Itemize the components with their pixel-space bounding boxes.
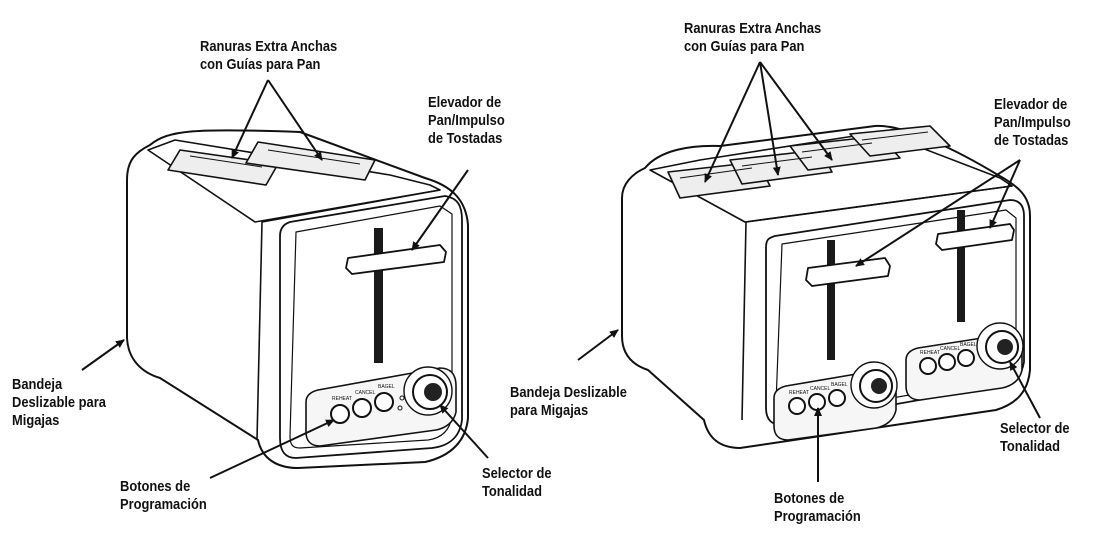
button-4-text: REHEAT: [920, 350, 940, 356]
lever-2: [935, 223, 1015, 251]
leader-slots-1: [704, 61, 761, 183]
button-6-text: BAGEL: [960, 342, 977, 348]
label-line: Programación: [774, 508, 861, 525]
label-line: Deslizable para: [12, 394, 106, 411]
leader-lever-1: [855, 159, 1021, 267]
label-slots-left: Ranuras Extra Anchas con Guías para Pan: [200, 38, 337, 74]
button-1: [330, 404, 350, 424]
button-2: [808, 393, 826, 411]
button-1: [788, 397, 806, 415]
label-line: Selector de: [482, 465, 552, 482]
button-2-text: CANCEL: [355, 390, 376, 396]
label-line: Pan/Impulso: [994, 114, 1071, 131]
label-line: Elevador de: [428, 94, 502, 111]
button-3: [828, 389, 846, 407]
label-lever-right: Elevador de Pan/Impulso de Tostadas: [994, 96, 1071, 150]
button-2: [352, 398, 372, 418]
leader-dial: [1009, 361, 1041, 419]
label-shade-right: Selector de Tonalidad: [1000, 420, 1070, 456]
leader-buttons: [209, 419, 335, 479]
button-3-text: BAGEL: [831, 382, 848, 388]
label-line: Bandeja: [12, 376, 63, 393]
lever-slot-1: [827, 240, 835, 360]
two-slice-toaster: [126, 129, 469, 469]
lever-1: [805, 257, 891, 287]
lever-slot-2: [957, 210, 965, 322]
label-line: Botones de: [120, 478, 191, 495]
label-crumb-tray-right: Bandeja Deslizable para Migajas: [510, 384, 627, 420]
label-line: para Migajas: [510, 402, 589, 419]
label-line: Botones de: [774, 490, 845, 507]
label-line: Tonalidad: [482, 483, 542, 500]
button-5-text: CANCEL: [940, 346, 961, 352]
label-line: Ranuras Extra Anchas: [200, 38, 338, 55]
label-line: Elevador de: [994, 96, 1068, 113]
label-line: con Guías para Pan: [684, 38, 805, 55]
label-line: Pan/Impulso: [428, 112, 505, 129]
four-slice-toaster: [621, 124, 1031, 449]
leader-crumb-tray: [577, 329, 619, 361]
leader-dial: [439, 404, 489, 459]
button-4: [919, 357, 937, 375]
label-line: Tonalidad: [1000, 438, 1060, 455]
label-crumb-tray-left: Bandeja Deslizable para Migajas: [12, 376, 106, 430]
button-1-text: REHEAT: [332, 396, 352, 402]
label-buttons-right: Botones de Programación: [774, 490, 861, 526]
label-line: Selector de: [1000, 420, 1070, 437]
leader-slots-1: [231, 79, 269, 159]
label-line: Ranuras Extra Anchas: [684, 20, 822, 37]
toaster-top: [649, 131, 1013, 223]
button-3-text: BAGEL: [378, 384, 395, 390]
leader-lever: [411, 169, 469, 251]
leader-slots-3: [759, 61, 833, 161]
button-6: [957, 349, 975, 367]
label-slots-right: Ranuras Extra Anchas con Guías para Pan: [684, 20, 821, 56]
label-shade-left: Selector de Tonalidad: [482, 465, 552, 501]
leader-slots-2: [267, 79, 323, 161]
lever-slot: [374, 228, 383, 363]
label-line: Programación: [120, 496, 207, 513]
label-line: de Tostadas: [428, 130, 503, 147]
label-line: de Tostadas: [994, 132, 1069, 149]
button-2-text: CANCEL: [810, 386, 831, 392]
label-line: Bandeja Deslizable: [510, 384, 627, 401]
button-3: [374, 392, 394, 412]
label-line: Migajas: [12, 412, 60, 429]
bread-slot-1: [167, 149, 279, 186]
button-5: [938, 353, 956, 371]
leader-slots-2: [759, 61, 781, 176]
button-1-text: REHEAT: [789, 390, 809, 396]
lever: [345, 244, 447, 275]
label-buttons-left: Botones de Programación: [120, 478, 207, 514]
bread-slot-4: [849, 125, 951, 157]
leader-lever-2: [989, 159, 1021, 229]
leader-crumb-tray: [81, 339, 125, 371]
label-lever-left: Elevador de Pan/Impulso de Tostadas: [428, 94, 505, 148]
label-line: con Guías para Pan: [200, 56, 321, 73]
